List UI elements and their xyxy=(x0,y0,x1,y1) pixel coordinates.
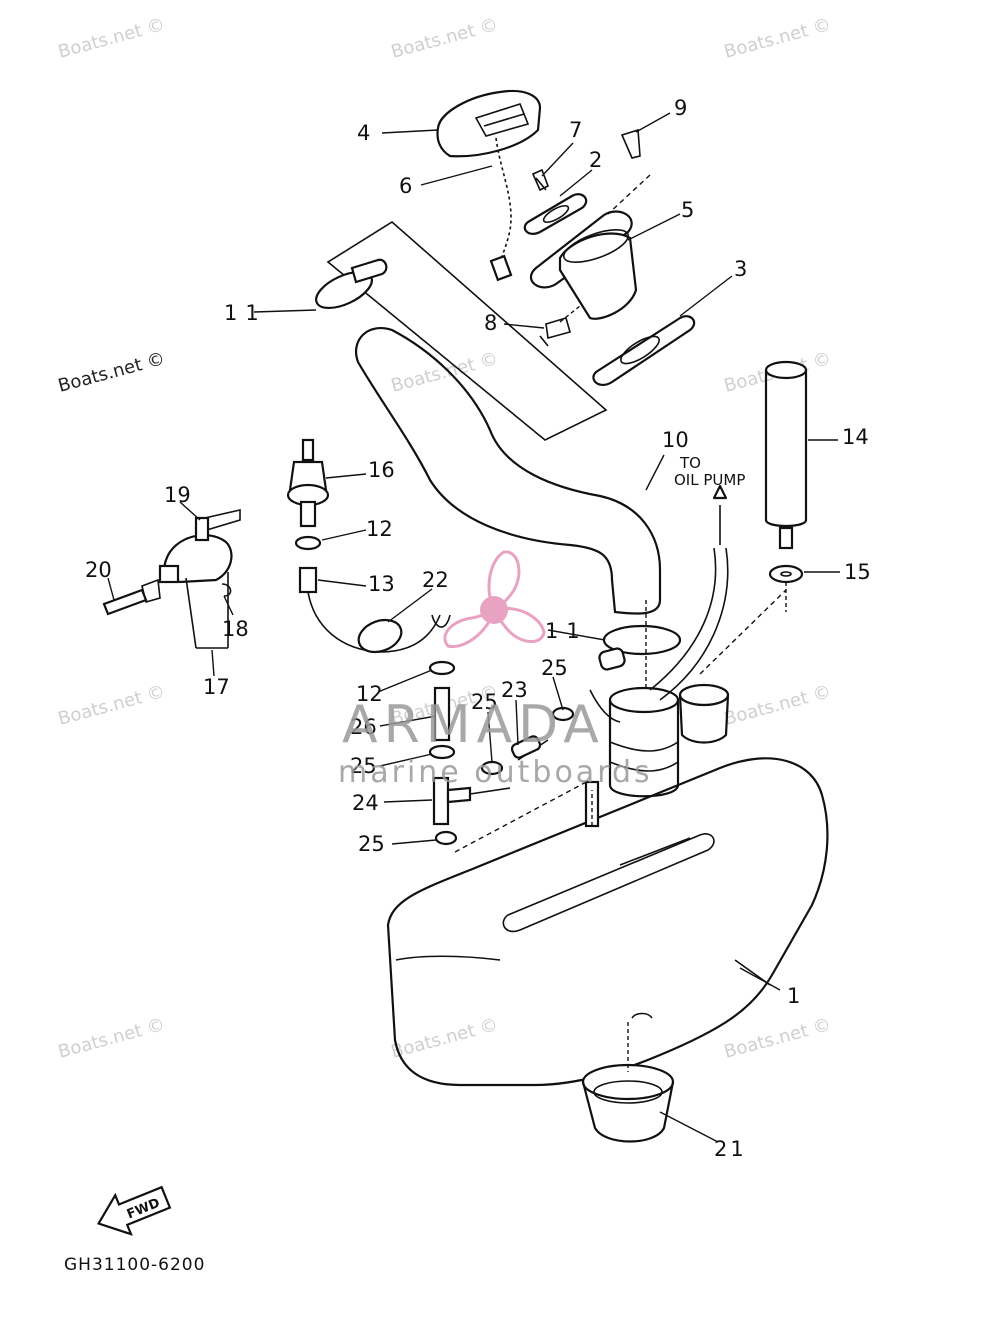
callout-14: 14 xyxy=(842,425,869,449)
brand-name: ARMADA xyxy=(342,695,605,755)
propeller-hub xyxy=(480,596,508,624)
callout-21: 21 xyxy=(714,1137,747,1161)
callout-25: 25 xyxy=(471,690,498,714)
callout-20: 20 xyxy=(85,558,112,582)
watermark-dark: Boats.net © xyxy=(56,348,168,397)
callout-9: 9 xyxy=(674,96,687,120)
drain-cup xyxy=(581,1022,675,1143)
watermark: Boats.net © xyxy=(389,1014,501,1063)
fwd-arrow: FWD xyxy=(96,1185,172,1236)
filler-assembly xyxy=(436,89,696,387)
callout-1: 1 xyxy=(787,984,800,1008)
callout-23: 23 xyxy=(501,678,528,702)
watermark: Boats.net © xyxy=(722,14,834,63)
callout-4: 4 xyxy=(357,121,370,145)
filter-bracket xyxy=(102,508,241,649)
watermark-layer: Boats.net © Boats.net © Boats.net © Boat… xyxy=(56,14,834,1063)
oil-tube xyxy=(764,360,808,612)
callout-25: 25 xyxy=(541,656,568,680)
callout-18: 18 xyxy=(222,617,249,641)
callout-19: 19 xyxy=(164,483,191,507)
callout-25: 25 xyxy=(350,754,377,778)
watermark: Boats.net © xyxy=(389,14,501,63)
diagram-code: GH31100-6200 xyxy=(64,1255,205,1275)
callout-12: 12 xyxy=(366,517,393,541)
filler-hose xyxy=(315,221,662,615)
brand-tagline: marine outboards xyxy=(338,755,653,790)
filter-line xyxy=(286,438,591,853)
note-line-2: OIL PUMP xyxy=(674,471,745,489)
callout-12: 12 xyxy=(356,682,383,706)
watermark: Boats.net © xyxy=(722,681,834,730)
callout-26: 26 xyxy=(350,715,377,739)
callout-6: 6 xyxy=(399,174,412,198)
callout-2: 2 xyxy=(589,148,602,172)
callout-labels: 1 2 3 4 5 6 7 8 9 10 11 11 12 12 13 14 1… xyxy=(85,96,871,1161)
callout-10: 10 xyxy=(662,428,689,452)
oil-pump-note: TO OIL PUMP xyxy=(674,454,745,489)
callout-24: 24 xyxy=(352,791,379,815)
callout-8: 8 xyxy=(484,311,497,335)
watermark: Boats.net © xyxy=(56,681,168,730)
callout-16: 16 xyxy=(368,458,395,482)
callout-17: 17 xyxy=(203,675,230,699)
callout-25: 25 xyxy=(358,832,385,856)
propeller-icon xyxy=(443,550,546,649)
brand-logo: ARMADA marine outboards xyxy=(338,550,653,790)
tank-neck-parts xyxy=(584,484,787,828)
callout-11: 11 xyxy=(224,301,267,325)
watermark: Boats.net © xyxy=(722,1014,834,1063)
note-line-1: TO xyxy=(679,454,701,472)
callout-3: 3 xyxy=(734,257,747,281)
callout-22: 22 xyxy=(422,568,449,592)
watermark: Boats.net © xyxy=(56,14,168,63)
callout-7: 7 xyxy=(569,118,582,142)
callout-5: 5 xyxy=(681,198,694,222)
callout-13: 13 xyxy=(368,572,395,596)
callout-15: 15 xyxy=(844,560,871,584)
watermark: Boats.net © xyxy=(56,1014,168,1063)
callout-11: 11 xyxy=(545,619,588,643)
leader-lines xyxy=(107,112,840,1143)
